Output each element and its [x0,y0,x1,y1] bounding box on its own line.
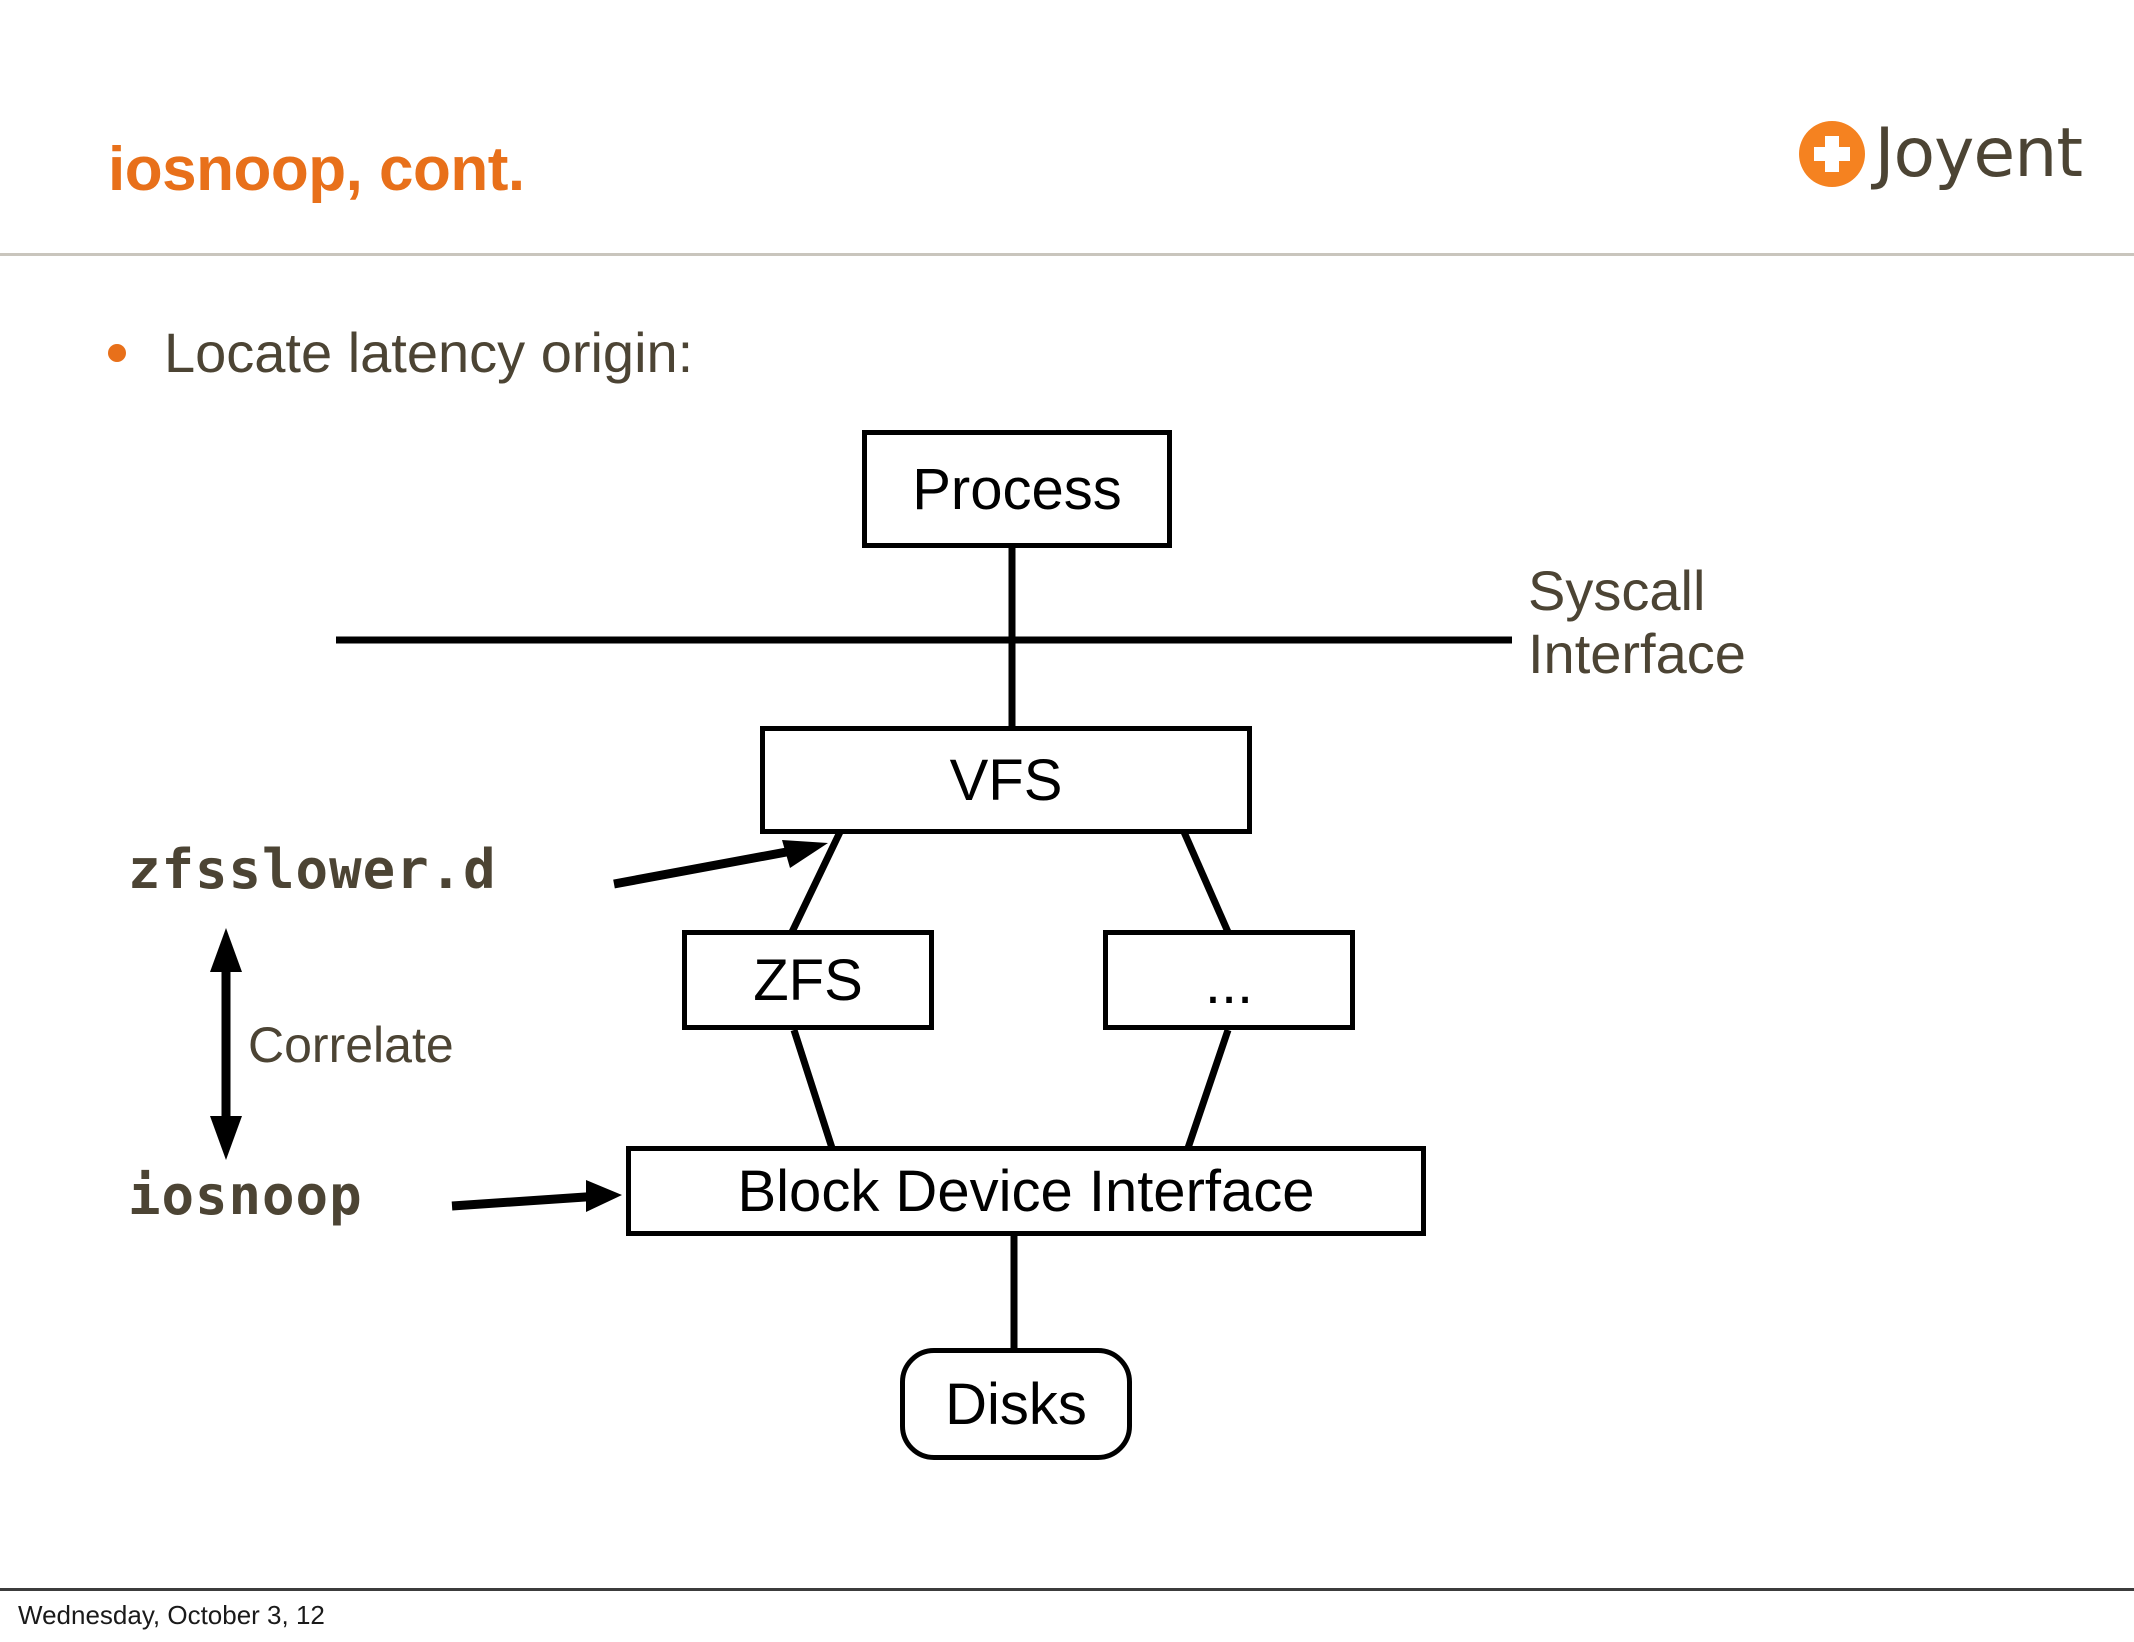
logo-wordmark: Joyent [1874,114,2083,193]
edge-vfs-zfs [788,830,844,934]
diagram-node-other: ... [1103,930,1355,1030]
tool-label-iosnoop: iosnoop [128,1164,363,1227]
arrow-zfsslower-head-icon [782,840,828,868]
arrow-iosnoop-head-icon [586,1180,622,1212]
header-divider [0,253,2134,256]
tool-label-zfsslower: zfsslower.d [128,838,497,901]
syscall-interface-label-line1: Syscall [1528,559,1706,622]
page-title: iosnoop, cont. [108,135,525,204]
correlate-arrow-down-head-icon [210,1116,242,1160]
bullet-item-label: Locate latency origin: [164,321,694,384]
correlate-label: Correlate [248,1017,454,1073]
edge-zfs-bdi [790,1028,836,1150]
syscall-interface-label: Syscall Interface [1528,559,1746,685]
diagram-node-block-device-interface: Block Device Interface [626,1146,1426,1236]
correlate-arrow-up-head-icon [210,928,242,972]
arrow-zfsslower-to-vfs [613,843,809,889]
diagram-node-vfs: VFS [760,726,1252,834]
arrow-iosnoop-to-bdi [451,1191,601,1211]
bullet-list-item: Locate latency origin: [108,320,693,385]
diagram-node-disks: Disks [900,1348,1132,1460]
plus-in-circle-icon [1798,121,1865,187]
joyent-logo: Joyent [1798,114,2083,193]
footer-date: Wednesday, October 3, 12 [18,1600,325,1630]
footer-divider [0,1588,2134,1591]
diagram-node-zfs: ZFS [682,930,934,1030]
syscall-interface-label-line2: Interface [1528,621,1746,685]
edge-other-bdi [1184,1028,1232,1150]
diagram-node-process: Process [862,430,1172,548]
bullet-dot-icon [108,344,126,362]
edge-vfs-other [1180,830,1232,934]
